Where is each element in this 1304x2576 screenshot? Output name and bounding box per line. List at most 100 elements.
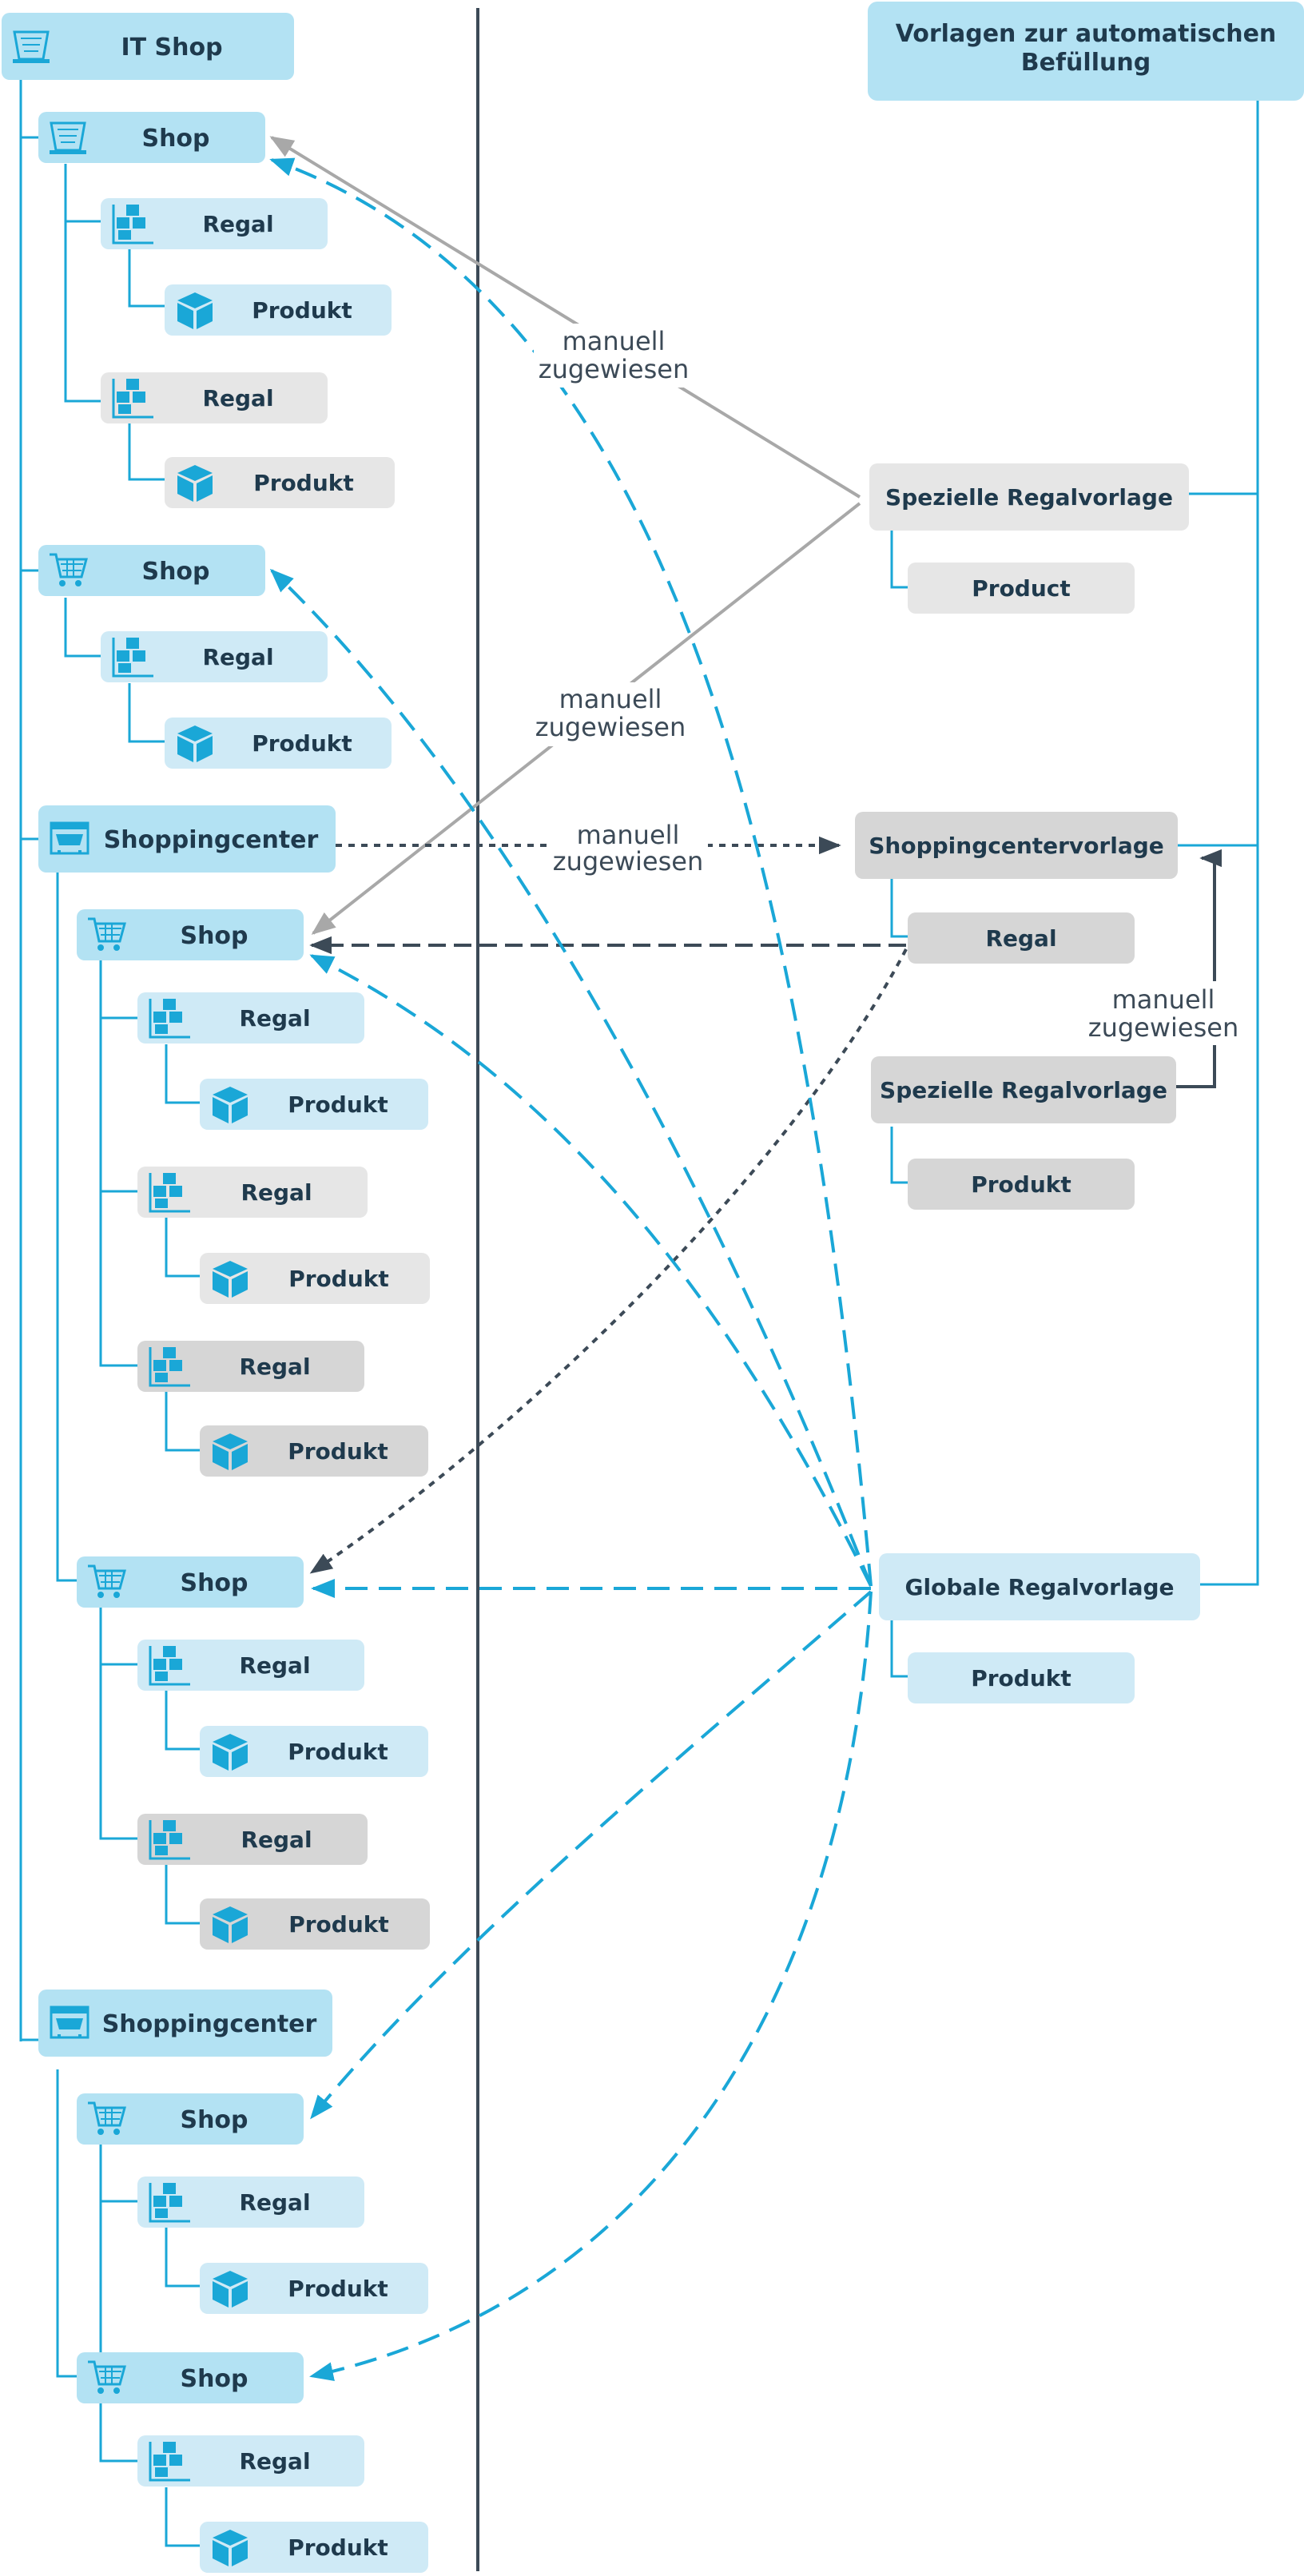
shop-2-box	[38, 545, 265, 596]
center-2-shop-2-produkt[interactable]: Produkt	[200, 2522, 428, 2573]
shopping-center-template-label: Shoppingcentervorlage	[869, 833, 1164, 859]
center-1-shop-1-produkt-3-label: Produkt	[288, 1438, 388, 1465]
shop-1-regal-1[interactable]: Regal	[101, 198, 328, 249]
center-2-shop-1-produkt-label: Produkt	[288, 2276, 388, 2302]
shop-1-produkt-2[interactable]: Produkt	[165, 457, 395, 508]
center-1-shop-1-produkt-1[interactable]: Produkt	[200, 1079, 428, 1130]
manual-label-1-line1: manuell	[563, 326, 666, 356]
templates-header-line1: Vorlagen zur automatischen	[896, 20, 1277, 48]
special-shelf-template-2-box	[871, 1056, 1176, 1123]
center-2-shop-2-label: Shop	[180, 2365, 248, 2393]
center-2-shop-2-regal-label: Regal	[239, 2448, 310, 2475]
center-2-shop-2-box	[77, 2352, 304, 2403]
center-2-shop-1-produkt[interactable]: Produkt	[200, 2263, 428, 2314]
shelf-icon	[149, 1646, 190, 1686]
special-shelf-template-2[interactable]: Spezielle Regalvorlage	[871, 1056, 1176, 1123]
center-1-shop-1-regal-1[interactable]: Regal	[137, 992, 364, 1044]
product-box-icon	[213, 2271, 248, 2308]
shelf-icon	[149, 1173, 190, 1213]
special-shelf-template-1-product-box	[908, 563, 1135, 614]
shopping-center-template[interactable]: Shoppingcentervorlage	[855, 812, 1178, 879]
center-1-shop-1-regal-3[interactable]: Regal	[137, 1341, 364, 1392]
shelf-icon	[149, 999, 190, 1039]
product-box-icon	[213, 1087, 248, 1123]
center-1-shop-2-regal-1[interactable]: Regal	[137, 1640, 364, 1691]
global-to-center2-shop2	[309, 1591, 873, 2381]
edge-labels: manuell zugewiesen manuell zugewiesen ma…	[529, 324, 1243, 1045]
shop-2-produkt[interactable]: Produkt	[165, 718, 392, 769]
center-1-shop-1-produkt-2-box	[200, 1253, 430, 1304]
shop-2-label: Shop	[141, 558, 209, 586]
shop-2[interactable]: Shop	[38, 545, 265, 596]
it-shop-root[interactable]: IT Shop	[2, 13, 294, 80]
shop-1-produkt-1[interactable]: Produkt	[165, 284, 392, 336]
shop-1-produkt-2-box	[165, 457, 395, 508]
shop-1-box	[38, 112, 265, 163]
global-to-center2-shop1	[310, 1590, 873, 2120]
center-1-shop-1-regal-2-box	[137, 1167, 368, 1218]
shopping-center-2-label: Shoppingcenter	[102, 2010, 317, 2038]
shopping-cart-icon	[88, 2360, 126, 2394]
shopping-center-template-regal-label: Regal	[985, 925, 1056, 952]
special-shelf-template-1-label: Spezielle Regalvorlage	[885, 484, 1173, 511]
shop-basket-icon	[13, 30, 50, 63]
center-1-shop-2-produkt-1[interactable]: Produkt	[200, 1726, 428, 1777]
global-shelf-template-product[interactable]: Produkt	[908, 1652, 1135, 1703]
global-shelf-template-product-label: Produkt	[971, 1665, 1071, 1691]
global-to-shop1	[269, 157, 873, 1587]
center-1-shop-1-produkt-3[interactable]: Produkt	[200, 1425, 428, 1477]
shopping-center-template-regal[interactable]: Regal	[908, 912, 1135, 964]
shelf-icon	[149, 1820, 190, 1860]
center-2-shop-1-box	[77, 2093, 304, 2145]
center-1-shop-1-regal-2-label: Regal	[241, 1179, 312, 1206]
manual-label-3-line1: manuell	[577, 820, 680, 850]
shop-1-regal-1-box	[101, 198, 328, 249]
center-1-shop-1[interactable]: Shop	[77, 909, 304, 960]
shop-1[interactable]: Shop	[38, 112, 265, 163]
center-2-shop-1-regal[interactable]: Regal	[137, 2176, 364, 2228]
shop-2-regal[interactable]: Regal	[101, 631, 328, 682]
product-box-icon	[177, 292, 213, 329]
center-1-shop-1-regal-2[interactable]: Regal	[137, 1167, 368, 1218]
center-1-shop-2-regal-1-label: Regal	[239, 1652, 310, 1679]
global-shelf-template-box	[879, 1553, 1200, 1620]
global-shelf-template-label: Globale Regalvorlage	[905, 1574, 1175, 1600]
center-2-shop-1[interactable]: Shop	[77, 2093, 304, 2145]
templates-header-line2: Befüllung	[1021, 49, 1151, 77]
center-1-shop-1-regal-3-box	[137, 1341, 364, 1392]
shop-2-produkt-box	[165, 718, 392, 769]
center-2-shop-1-produkt-box	[200, 2263, 428, 2314]
shop-1-regal-2[interactable]: Regal	[101, 372, 328, 423]
special-shelf-template-1-product[interactable]: Product	[908, 563, 1135, 614]
center-1-shop-2-produkt-2-label: Produkt	[288, 1911, 389, 1938]
shop-1-produkt-1-label: Produkt	[252, 297, 352, 324]
center-1-shop-1-regal-1-box	[137, 992, 364, 1044]
product-box-icon	[177, 725, 213, 762]
shop-2-regal-label: Regal	[202, 644, 273, 670]
shelf-icon	[149, 2442, 190, 2482]
center-2-shop-2-regal[interactable]: Regal	[137, 2435, 364, 2487]
center-1-shop-2-regal-2[interactable]: Regal	[137, 1814, 368, 1865]
shopping-center-1[interactable]: Shoppingcenter	[38, 805, 336, 873]
center-2-shop-2-produkt-box	[200, 2522, 428, 2573]
center-1-shop-1-box	[77, 909, 304, 960]
manual-label-4-line2: zugewiesen	[1088, 1012, 1238, 1043]
shelf-icon	[112, 379, 153, 419]
special-shelf-template-1[interactable]: Spezielle Regalvorlage	[869, 463, 1189, 531]
center-1-shop-2-produkt-2-box	[200, 1898, 430, 1950]
shopping-center-icon	[50, 821, 89, 855]
product-box-icon	[213, 1261, 248, 1298]
special-shelf-2-to-center-template	[1176, 849, 1222, 1088]
shop-1-produkt-2-label: Produkt	[253, 470, 354, 496]
center-1-shop-1-produkt-2[interactable]: Produkt	[200, 1253, 430, 1304]
center-1-shop-2-produkt-2[interactable]: Produkt	[200, 1898, 430, 1950]
shopping-center-2[interactable]: Shoppingcenter	[38, 1990, 332, 2057]
center-2-shop-1-regal-label: Regal	[239, 2189, 310, 2216]
center-1-shop-2-regal-2-box	[137, 1814, 368, 1865]
shopping-center-1-label: Shoppingcenter	[104, 826, 319, 854]
center-2-shop-1-label: Shop	[180, 2106, 248, 2134]
center-1-shop-2[interactable]: Shop	[77, 1556, 304, 1608]
special-shelf-template-2-product[interactable]: Produkt	[908, 1159, 1135, 1210]
global-shelf-template[interactable]: Globale Regalvorlage	[879, 1553, 1200, 1620]
center-2-shop-2[interactable]: Shop	[77, 2352, 304, 2403]
